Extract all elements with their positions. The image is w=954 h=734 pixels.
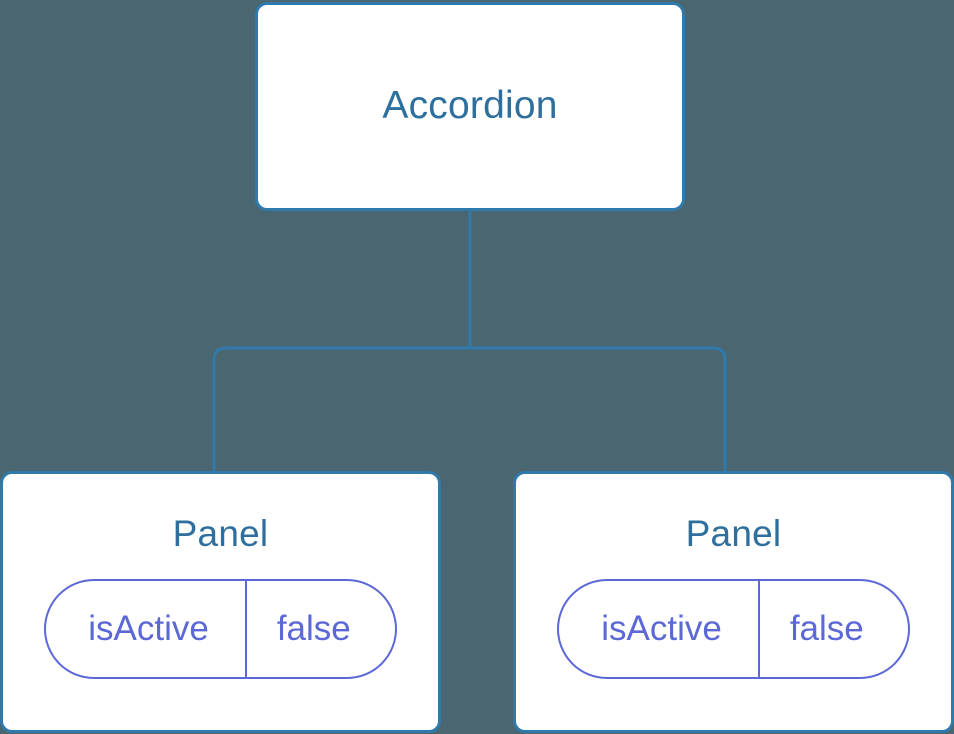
edge-root-to-panel-right xyxy=(470,346,727,471)
edge-root-to-panel-left xyxy=(212,346,470,471)
state-key-panel-1: isActive xyxy=(46,580,247,677)
state-key-panel-2: isActive xyxy=(559,580,760,677)
node-panel-2-label: Panel xyxy=(685,513,782,554)
state-value-panel-1: false xyxy=(276,608,351,648)
node-panel-1-label: Panel xyxy=(172,513,269,554)
state-value-panel-2: false xyxy=(789,608,864,648)
node-accordion[interactable]: Accordion xyxy=(255,2,685,211)
node-panel-1[interactable]: Panel isActive false xyxy=(0,471,441,733)
node-panel-2[interactable]: Panel isActive false xyxy=(513,471,954,733)
node-accordion-label: Accordion xyxy=(382,84,558,128)
state-badge-panel-2[interactable]: isActive false xyxy=(557,578,910,679)
state-badge-panel-1[interactable]: isActive false xyxy=(44,578,397,679)
